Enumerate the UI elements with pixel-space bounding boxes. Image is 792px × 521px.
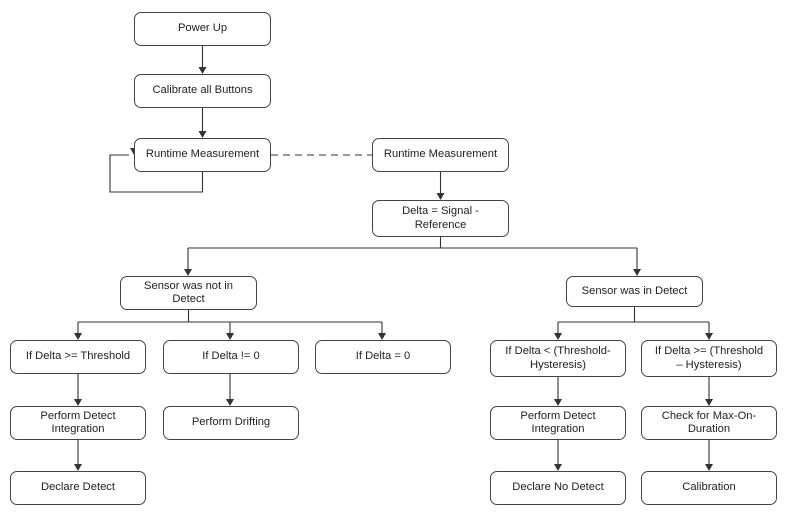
node-label: Perform Detect Integration [520, 409, 596, 436]
arrowhead [705, 399, 713, 406]
arrowhead [436, 193, 445, 200]
node-label: Delta = Signal - Reference [402, 205, 479, 231]
node-label: If Delta != 0 [202, 350, 260, 363]
node-label: If Delta >= Threshold [25, 350, 131, 363]
node-label: Sensor was in Detect [581, 284, 688, 297]
node-power_up[interactable]: Power Up [134, 12, 271, 46]
edge-e-delta-split [187, 237, 638, 271]
node-label: Perform Drifting [191, 416, 271, 429]
arrowhead [198, 67, 207, 74]
arrowhead [705, 333, 713, 340]
node-label: If Delta < (Threshold- Hysteresis) [505, 345, 611, 371]
node-declare_detect[interactable]: Declare Detect [10, 471, 146, 505]
arrowhead [226, 399, 234, 406]
node-runtime_right[interactable]: Runtime Measurement [372, 138, 509, 172]
node-perform_drifting[interactable]: Perform Drifting [163, 406, 299, 440]
node-label: Calibration [682, 481, 736, 494]
node-label: Runtime Measurement [383, 148, 498, 161]
arrowhead [554, 333, 562, 340]
arrowhead [198, 131, 207, 138]
node-label: If Delta >= (Threshold – Hysteresis) [654, 345, 764, 371]
node-label: Runtime Measurement [145, 148, 260, 161]
arrowhead [633, 269, 641, 276]
node-label: Power Up [177, 22, 228, 35]
arrowhead [184, 269, 192, 276]
node-label: Perform Detect Integration [40, 409, 116, 436]
arrowhead [378, 333, 386, 340]
node-label: Declare Detect [41, 481, 115, 494]
edge-e-indetect-split [557, 307, 710, 335]
arrowhead [226, 333, 234, 340]
node-cond_lt_thr_hyst[interactable]: If Delta < (Threshold- Hysteresis) [490, 340, 626, 377]
node-declare_no_detect[interactable]: Declare No Detect [490, 471, 626, 505]
arrowhead [74, 333, 82, 340]
node-label: Sensor was not in Detect [144, 279, 233, 306]
node-cond_ge_thr_hyst[interactable]: If Delta >= (Threshold – Hysteresis) [641, 340, 777, 377]
arrowhead [554, 464, 562, 471]
node-runtime_left[interactable]: Runtime Measurement [134, 138, 271, 172]
node-cond_eq_zero[interactable]: If Delta = 0 [315, 340, 451, 374]
edge-e-notdetect-split [77, 310, 383, 335]
arrowhead [705, 464, 713, 471]
node-label: Declare No Detect [512, 481, 604, 494]
node-label: Calibrate all Buttons [152, 84, 253, 97]
arrowhead [74, 464, 82, 471]
arrowhead [74, 399, 82, 406]
node-check_max_on[interactable]: Check for Max-On- Duration [641, 406, 777, 440]
node-calibrate_all[interactable]: Calibrate all Buttons [134, 74, 271, 108]
node-label: If Delta = 0 [355, 350, 411, 363]
node-cond_ne_zero[interactable]: If Delta != 0 [163, 340, 299, 374]
node-detect_integration_r[interactable]: Perform Detect Integration [490, 406, 626, 440]
arrowhead [554, 399, 562, 406]
node-sensor_not_detect[interactable]: Sensor was not in Detect [120, 276, 257, 310]
node-label: Check for Max-On- Duration [661, 409, 757, 436]
node-cond_ge_threshold[interactable]: If Delta >= Threshold [10, 340, 146, 374]
node-calibration[interactable]: Calibration [641, 471, 777, 505]
node-detect_integration_l[interactable]: Perform Detect Integration [10, 406, 146, 440]
node-sensor_in_detect[interactable]: Sensor was in Detect [566, 276, 703, 307]
node-delta_calc[interactable]: Delta = Signal - Reference [372, 200, 509, 237]
